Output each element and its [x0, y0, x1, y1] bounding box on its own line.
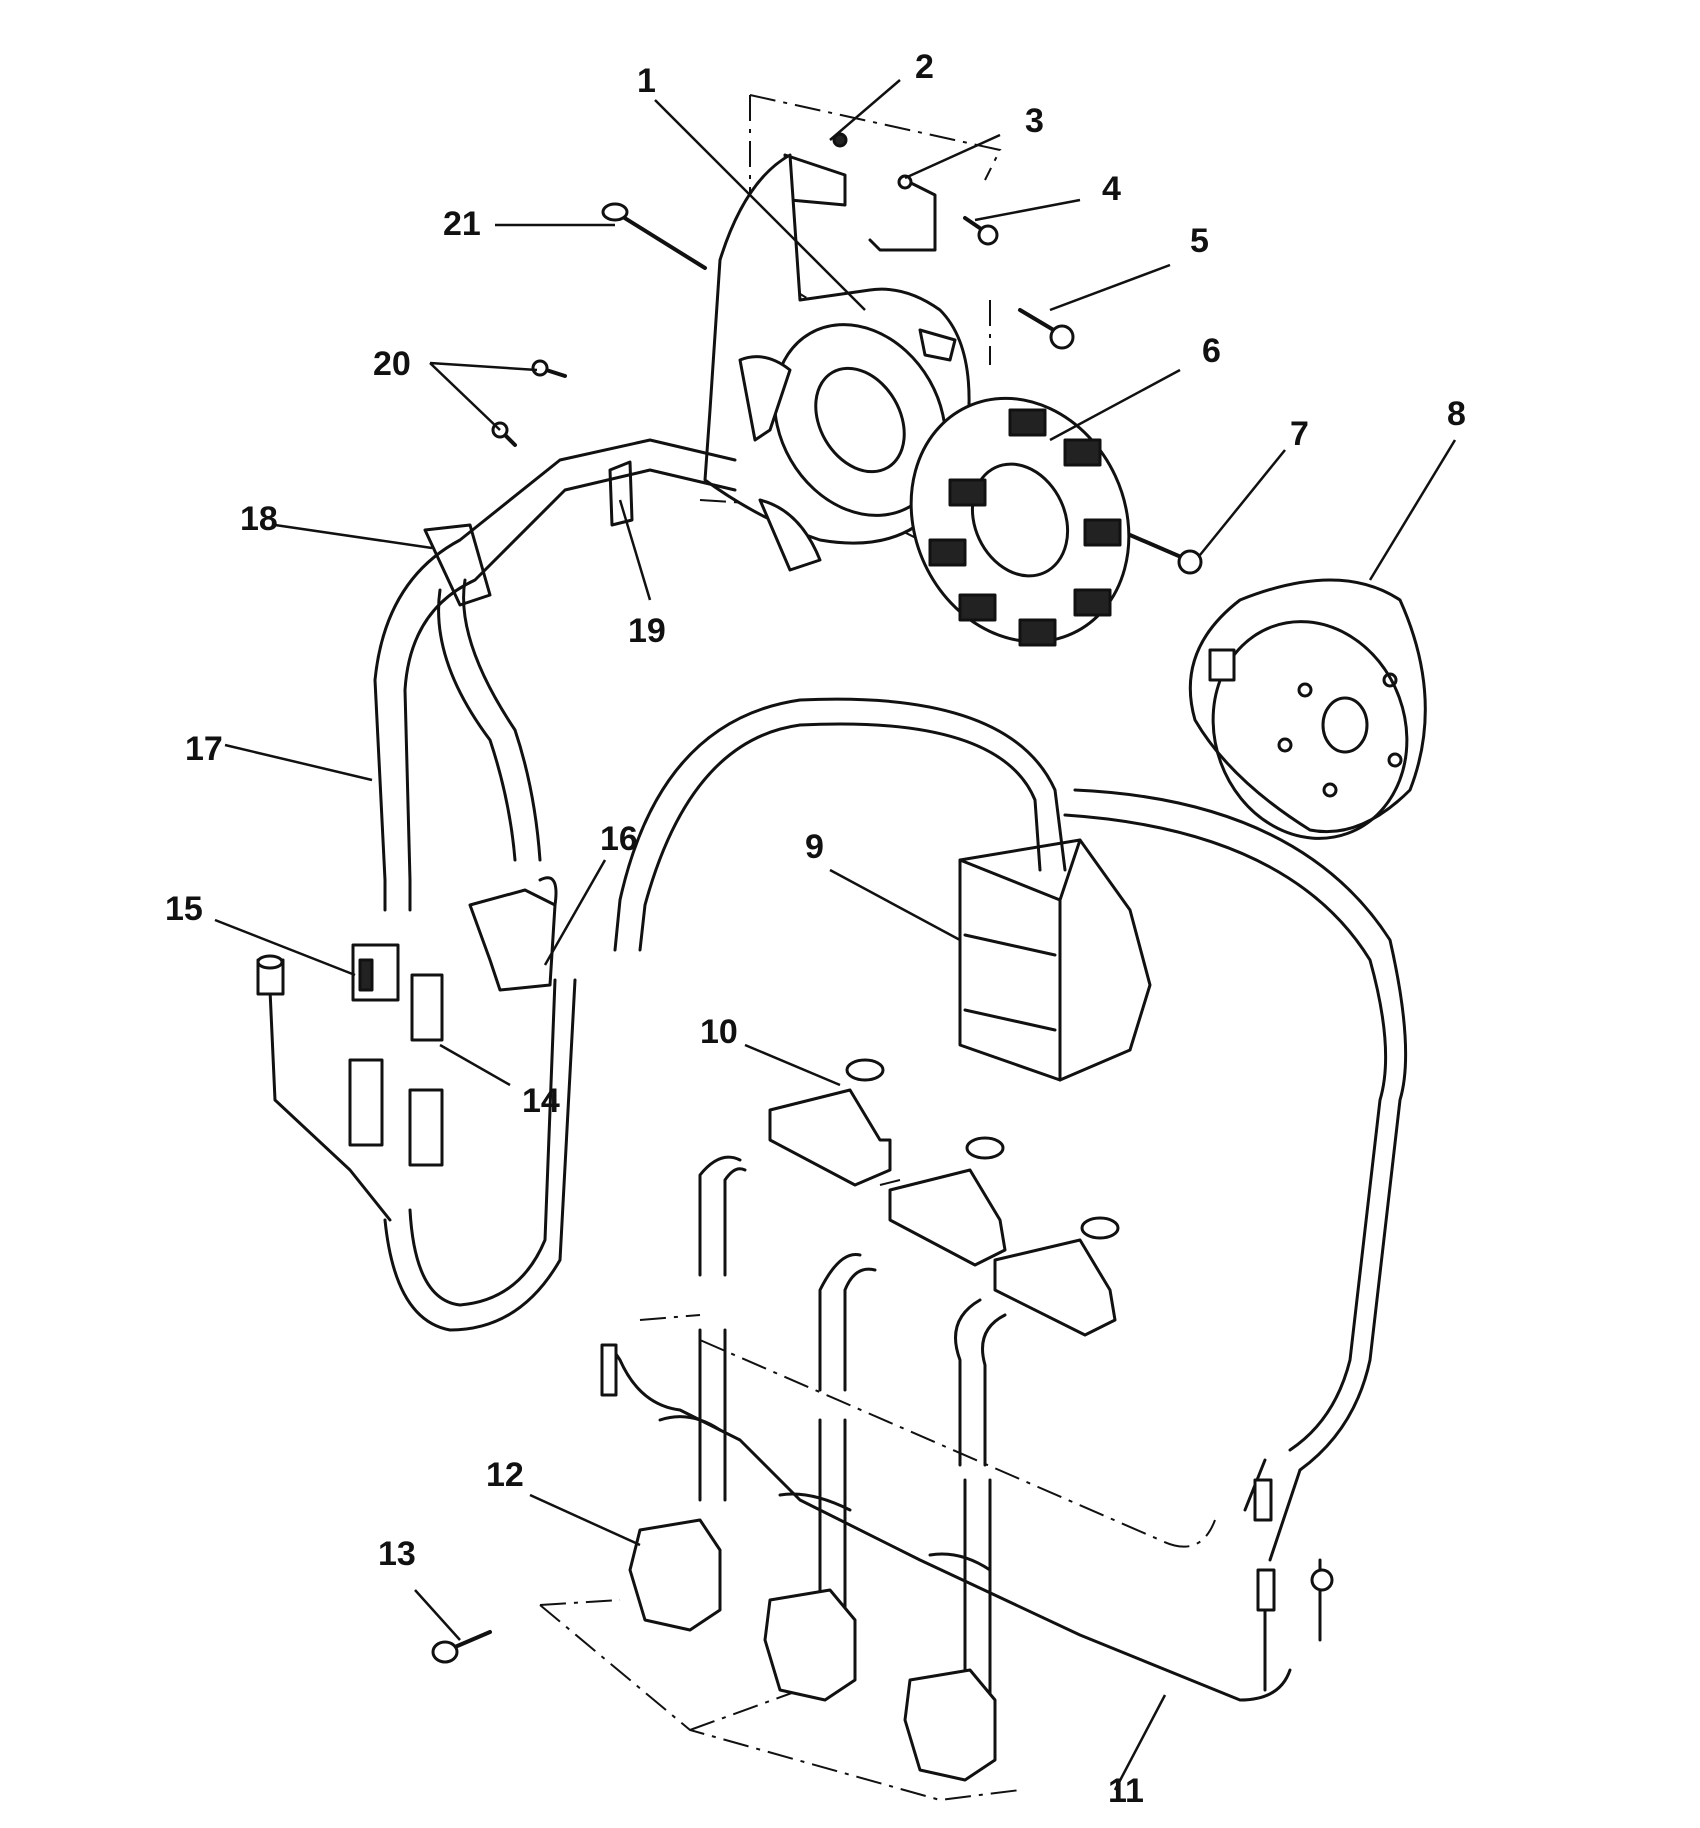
callout-7: 7	[1290, 415, 1309, 453]
part-15-connector	[351, 943, 400, 1002]
callout-2: 2	[915, 48, 934, 86]
part-10-spark-plug-caps	[768, 1058, 1120, 1337]
part-7-bolt	[1128, 533, 1203, 575]
callout-16: 16	[600, 820, 638, 858]
part-18-clamp	[423, 523, 492, 607]
part-20-screws	[491, 359, 567, 447]
part-14-connector	[348, 973, 444, 1167]
part-17-wiring-harness	[268, 438, 737, 1332]
callout-labels: 1 2 3 4 5 6 7 8 9 10 11 12 13 14 15 16 1…	[165, 48, 1466, 1810]
callout-10: 10	[700, 1013, 738, 1051]
single-terminal	[256, 954, 285, 996]
callout-13: 13	[378, 1535, 416, 1573]
leader-lines	[214, 79, 1457, 1791]
callout-4: 4	[1102, 170, 1121, 208]
part-5-bolt	[1018, 308, 1075, 350]
callout-6: 6	[1202, 332, 1221, 370]
callout-17: 17	[185, 730, 223, 768]
part-1-stator-plate	[703, 153, 971, 572]
callout-8: 8	[1447, 395, 1466, 433]
callout-5: 5	[1190, 222, 1209, 260]
callout-21: 21	[443, 205, 481, 243]
part-13-screw	[431, 1630, 492, 1664]
part-6-stator-winding	[909, 396, 1131, 647]
callout-19: 19	[628, 612, 666, 650]
part-19-tie	[608, 460, 634, 527]
part-11-sub-harness	[600, 1343, 1334, 1702]
callout-9: 9	[805, 828, 824, 866]
callout-11: 11	[1108, 1772, 1144, 1810]
part-9-cdi-box	[613, 697, 1408, 1472]
callout-12: 12	[486, 1456, 524, 1494]
callout-3: 3	[1025, 102, 1044, 140]
callout-18: 18	[240, 500, 278, 538]
callout-14: 14	[522, 1082, 560, 1120]
part-2-3-4-pickup-bracket	[783, 132, 999, 252]
callout-1: 1	[637, 62, 656, 100]
callout-15: 15	[165, 890, 203, 928]
part-16-connector	[468, 876, 558, 992]
spark-plug-wires	[698, 1155, 1007, 1732]
part-8-flywheel	[1188, 578, 1427, 840]
callout-20: 20	[373, 345, 411, 383]
part-21-long-screw	[601, 202, 707, 270]
